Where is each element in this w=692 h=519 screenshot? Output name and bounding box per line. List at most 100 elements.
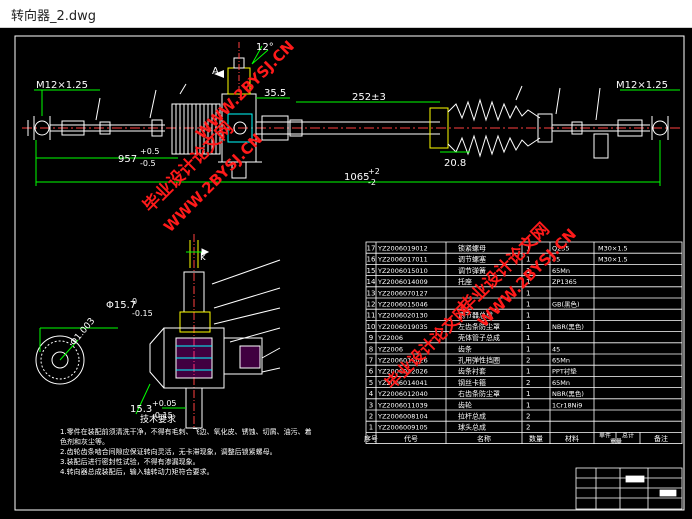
section-mark-a: A — [212, 66, 219, 77]
dim-phi-15-7: Φ15.7 — [106, 300, 136, 311]
bom-row-no: 4 — [369, 390, 374, 398]
bom-row-material: NBR(黑色) — [552, 322, 584, 331]
bom-row-no: 2 — [369, 413, 373, 421]
bom-row-no: 17 — [367, 245, 376, 253]
bom-row-no: 10 — [367, 323, 376, 331]
cad-drawing-canvas[interactable]: M12×1.25 M12×1.25 12° A 35.5 252±3 957 +… — [0, 28, 692, 515]
bom-row-code: YZ2006008104 — [377, 413, 428, 421]
main-assembly-view — [22, 42, 680, 186]
notes-line-1: 1.零件在装配前须清洗干净，不得有毛刺、飞边、氧化皮、锈蚀、切屑、油污、着 — [60, 427, 312, 436]
dim-15-3-tol-upper: +0.05 — [152, 399, 177, 408]
bom-row-material: PPT衬垫 — [552, 367, 577, 376]
drawing-border — [14, 35, 685, 511]
bom-row-code: YZ2006012040 — [377, 390, 428, 398]
gear-housing — [218, 42, 262, 179]
bom-row-qty: 1 — [526, 267, 530, 275]
bom-row-code: YZ2006014041 — [377, 379, 428, 387]
bom-row-code: YZ2006015046 — [377, 301, 428, 309]
dim-phi-1: Φ1.003 — [69, 316, 98, 348]
drawing-tab-title[interactable]: 转向器_2.dwg — [11, 9, 97, 24]
bom-row-name: 右齿条防尘罩 — [458, 389, 500, 398]
section-label-k: k — [200, 252, 206, 263]
bom-row-no: 12 — [367, 301, 376, 309]
bom-row-material: GB(黑色) — [552, 300, 580, 309]
bom-row-no: 13 — [367, 289, 376, 297]
bom-row-qty: 2 — [526, 357, 530, 365]
cad-drawing: M12×1.25 M12×1.25 12° A 35.5 252±3 957 +… — [14, 35, 685, 511]
bom-header-total-weight: 总计 — [622, 431, 634, 439]
bom-row-no: 9 — [369, 334, 373, 342]
dim-35-5: 35.5 — [264, 88, 286, 99]
dim-1065-tol-upper: +2 — [368, 167, 380, 176]
bom-row-name: 拉杆总成 — [458, 412, 486, 421]
bom-row-qty: 1 — [526, 256, 530, 264]
bom-row-code: YZ2006 — [377, 334, 403, 342]
left-boot-bellows — [171, 103, 221, 155]
bom-row-code: YZ2006 — [377, 345, 403, 353]
bom-row-no: 14 — [367, 278, 376, 286]
dim-957-tol-upper: +0.5 — [140, 147, 159, 156]
bom-row-name: 孔用弹性挡圈 — [458, 356, 500, 365]
bom-row-name: 锁紧螺母 — [458, 244, 486, 253]
dim-15-3-tol-lower: -0.15 — [152, 411, 173, 420]
bom-row-code: YZ2006014009 — [377, 278, 428, 286]
bom-row-qty: 1 — [526, 301, 530, 309]
bom-row-no: 11 — [367, 312, 376, 320]
notes-line-2: 色剂和灰尘等。 — [60, 437, 109, 446]
bom-row-qty: 1 — [526, 323, 530, 331]
bom-row-code: YZ2006011039 — [377, 401, 428, 409]
bom-row-material: 1Cr18Ni9 — [552, 401, 582, 409]
notes-title: 技术要求 — [140, 413, 176, 425]
bom-row-name: 齿条 — [458, 344, 472, 353]
bom-row-qty: 2 — [526, 379, 530, 387]
bom-row-material: NBR(黑色) — [552, 389, 584, 398]
section-view-dimension-texts: k Φ15.7 0 -0.15 15.3 +0.05 -0.15 — [106, 252, 206, 420]
bom-row-qty: 1 — [526, 289, 530, 297]
bom-header-material: 材料 — [565, 434, 579, 443]
bom-row-qty: 1 — [526, 278, 530, 286]
dim-252: 252±3 — [352, 92, 386, 103]
left-ball-joint — [34, 120, 50, 136]
bom-row-qty: 1 — [526, 401, 530, 409]
dim-15-3: 15.3 — [130, 404, 152, 415]
bom-header-unit-weight: 单件 — [599, 431, 611, 439]
bom-row-qty: 1 — [526, 334, 530, 342]
bom-row-name: 壳体管子总成 — [458, 333, 500, 342]
dim-957: 957 — [118, 154, 137, 165]
bom-row-code: YZ2006015010 — [377, 267, 428, 275]
bom-header-note: 备注 — [654, 434, 668, 443]
dim-1065: 1065 — [344, 172, 369, 183]
bom-row-name: 调节器总成 — [458, 311, 493, 320]
bom-row-material: 45 — [552, 256, 560, 264]
bom-row-no: 3 — [369, 401, 373, 409]
bom-row-qty: 1 — [526, 245, 530, 253]
bom-row-name: 左齿条防尘罩 — [458, 322, 500, 331]
dim-thread-right: M12×1.25 — [616, 80, 668, 91]
bom-row-no: 1 — [369, 424, 373, 432]
bom-row-material: 45 — [552, 345, 560, 353]
dim-20-8: 20.8 — [444, 158, 466, 169]
bom-row-qty: 1 — [526, 312, 530, 320]
dim-957-tol-lower: -0.5 — [140, 159, 156, 168]
bom-row-no: 6 — [369, 368, 374, 376]
bom-row-qty: 1 — [526, 368, 530, 376]
bom-row-qty: 1 — [526, 390, 530, 398]
bom-row-material: Q235 — [552, 245, 570, 253]
bom-row-code: YZ2006017011 — [377, 256, 428, 264]
bom-row-name: 调节弹簧 — [458, 266, 486, 275]
bom-row-material: 65Mn — [552, 267, 570, 275]
bom-row-code: YZ2006019035 — [377, 323, 428, 331]
notes-line-4: 3.装配后进行密封性试验，不得有渗漏现象。 — [60, 457, 200, 466]
bom-row-material: 65Mn — [552, 379, 570, 387]
bom-row-name: 调节螺塞 — [458, 255, 486, 264]
pinion-section-view — [135, 234, 281, 429]
bom-row-no: 16 — [367, 256, 376, 264]
main-view-dimension-texts: M12×1.25 M12×1.25 12° A 35.5 252±3 957 +… — [36, 42, 668, 187]
bom-row-note: M30×1.5 — [598, 256, 628, 264]
right-ball-joint — [652, 120, 668, 136]
bom-row-material: ZP1365 — [552, 278, 577, 286]
bom-header-code: 代号 — [404, 434, 418, 443]
bom-row-name: 钢丝卡箍 — [458, 378, 486, 387]
bom-row-no: 15 — [367, 267, 376, 275]
